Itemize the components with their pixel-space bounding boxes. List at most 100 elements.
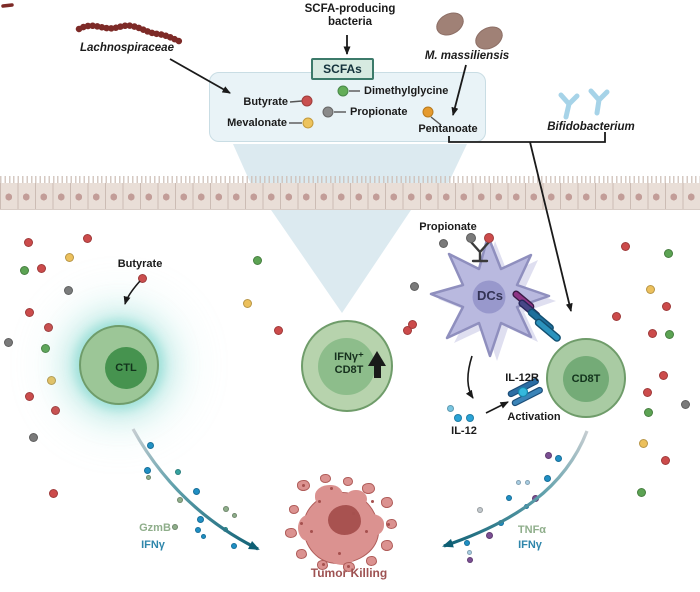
- butyrate-tissue-label: Butyrate: [117, 258, 163, 270]
- cytokine-dot-right: [498, 520, 504, 526]
- metabolite-molecule-dot: [23, 237, 33, 247]
- cytokine-dot-left: [177, 497, 183, 503]
- cytokine-dot-right: [543, 474, 551, 482]
- bifidobacterium-icon: [558, 88, 610, 120]
- propionate-tissue-label: Propionate: [419, 221, 477, 233]
- metabolite-molecule-dot: [40, 343, 50, 353]
- metabolite-molecule-dot: [660, 455, 670, 465]
- cytokine-dot-right: [485, 531, 493, 539]
- tumor-speck: [387, 523, 390, 526]
- tumor-speck: [302, 484, 305, 487]
- tumor-speck: [352, 512, 355, 515]
- metabolite-molecule-dot: [658, 370, 668, 380]
- mevalonate-label: Mevalonate: [227, 117, 287, 129]
- metabolite-molecule-dot: [642, 387, 652, 397]
- tumor-speck: [300, 522, 303, 525]
- tumor-fragment: [285, 528, 297, 538]
- tumor-speck: [347, 565, 350, 568]
- metabolite-molecule-dot: [46, 375, 56, 385]
- metabolite-molecule-dot: [647, 328, 657, 338]
- cytokine-dot-right: [466, 549, 472, 555]
- cytokine-dot-right: [467, 557, 473, 563]
- metabolite-molecule-dot: [43, 322, 53, 332]
- tumor-blob: [360, 514, 384, 536]
- arrow-bracket-to-cd8t: [529, 141, 573, 312]
- tumor-core: [328, 505, 361, 535]
- gzmb-label: GzmB: [139, 522, 171, 534]
- tumor-speck: [371, 500, 374, 503]
- cytokine-dot-left: [231, 543, 237, 549]
- tumor-fragment: [381, 497, 393, 508]
- upregulation-arrow-icon: [368, 351, 386, 366]
- tumor-fragment: [343, 477, 353, 486]
- metabolite-molecule-dot: [407, 319, 417, 329]
- ifng-cd8t-label: IFNγ⁺ CD8T: [318, 351, 380, 376]
- metabolite-molecule-dot: [664, 329, 674, 339]
- tumor-speck: [365, 530, 368, 533]
- ifng-left-label: IFNγ: [141, 539, 165, 551]
- tumor-fragment: [381, 540, 393, 551]
- upregulation-arrow-stem: [373, 365, 381, 378]
- epithelial-cells: [0, 183, 700, 210]
- tumor-fragment: [362, 483, 375, 494]
- cytokine-dot-left: [222, 526, 228, 532]
- tumor-speck: [310, 530, 313, 533]
- tumor-fragment: [289, 505, 299, 514]
- propionate-receptor-icon: [466, 233, 494, 263]
- cytokine-dot-right: [523, 503, 529, 509]
- cd8t-text: CD8T: [334, 363, 364, 376]
- il12-dot: [466, 414, 474, 422]
- metabolite-molecule-dot: [50, 405, 60, 415]
- cytokine-dot-left: [231, 512, 237, 518]
- activation-label: Activation: [507, 411, 561, 423]
- scfa-metabolite-box: [209, 72, 486, 142]
- cytokine-dot-right: [515, 479, 521, 485]
- scfa-producing-bacteria-label: SCFA-producing bacteria: [304, 3, 396, 29]
- propionate-box-label: Propionate: [350, 106, 408, 118]
- intestinal-epithelium-band: [0, 176, 700, 210]
- il12-dot: [446, 404, 454, 412]
- cytokine-dot-right: [506, 495, 512, 501]
- cytokine-dot-right: [554, 454, 562, 462]
- dimethylglycine-label: Dimethylglycine: [364, 85, 449, 97]
- tumor-blob: [345, 490, 367, 508]
- scfas-badge: SCFAs: [311, 58, 374, 80]
- tumor-blob: [298, 515, 318, 541]
- cytokine-dot-right: [477, 507, 483, 513]
- metabolite-molecule-dot: [63, 285, 73, 295]
- metabolite-molecule-dot: [28, 432, 38, 442]
- metabolite-molecule-dot: [64, 252, 74, 262]
- cytokine-dot-right: [544, 451, 552, 459]
- metabolite-molecule-dot: [24, 391, 34, 401]
- cytokine-dot-left: [143, 466, 151, 474]
- metabolite-molecule-dot: [663, 248, 673, 258]
- metabolite-molecule-dot: [252, 255, 262, 265]
- metabolite-molecule-dot: [438, 238, 448, 248]
- tumor-fragment: [296, 549, 307, 559]
- metabolite-molecule-dot: [137, 273, 147, 283]
- tumor-speck: [318, 500, 321, 503]
- metabolite-molecule-dot: [48, 488, 58, 498]
- cytokine-dot-right: [524, 479, 530, 485]
- tumor-blob: [328, 543, 356, 565]
- metabolite-molecule-dot: [242, 298, 252, 308]
- tumor-fragment: [386, 519, 397, 529]
- metabolite-molecule-dot: [636, 487, 646, 497]
- dcs-label: DCs: [476, 288, 503, 303]
- metabolite-molecule-dot: [638, 438, 648, 448]
- lachnospiraceae-bacteria-icon: [75, 22, 185, 46]
- metabolite-molecule-dot: [36, 263, 46, 273]
- metabolite-molecule-dot: [620, 241, 630, 251]
- cytokine-dot-left: [175, 469, 181, 475]
- tumor-speck: [330, 487, 333, 490]
- cytokine-dot-left: [145, 474, 151, 480]
- scfa-flow-funnel-arrow: [269, 207, 413, 313]
- ctl-nucleus: CTL: [105, 347, 147, 389]
- ifng-plus-text: IFNγ⁺: [334, 351, 364, 363]
- tumor-speck: [338, 552, 341, 555]
- cytokine-dot-left: [195, 527, 201, 533]
- metabolite-molecule-dot: [680, 399, 690, 409]
- ifng-right-label: IFNγ: [518, 539, 542, 551]
- tumor-speck: [322, 563, 325, 566]
